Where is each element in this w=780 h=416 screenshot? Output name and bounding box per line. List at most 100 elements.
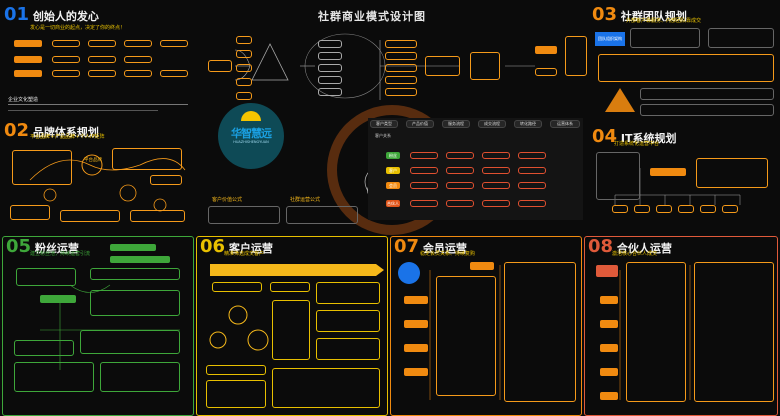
table-cell bbox=[446, 152, 474, 159]
table-row-label: 合伙人 bbox=[386, 200, 400, 207]
section-06-subtitle: 精准筛选成交客户 bbox=[224, 251, 265, 257]
s01-node bbox=[124, 40, 152, 47]
map-node bbox=[236, 50, 252, 58]
s01-node bbox=[160, 40, 188, 47]
table-cell bbox=[446, 182, 474, 189]
section-07-heading: 07 会员运营 bbox=[394, 236, 467, 257]
map-node bbox=[236, 78, 252, 86]
logo-text: 华智慧远 bbox=[231, 127, 272, 140]
s01-node bbox=[52, 40, 80, 47]
map-node bbox=[236, 92, 252, 100]
section-01-heading: 01 创始人的发心 bbox=[4, 4, 99, 25]
section-04-title: IT系统规划 bbox=[620, 132, 677, 145]
s05-node bbox=[90, 268, 180, 280]
formula-left-box bbox=[208, 206, 280, 224]
section-03-subtitle: 外部客户靠服务、内部团队靠成交 bbox=[626, 18, 702, 24]
s01-node bbox=[124, 70, 152, 77]
s01-node bbox=[124, 56, 152, 63]
map-node bbox=[470, 52, 500, 80]
s08-node bbox=[600, 320, 618, 328]
section-08-heading: 08 合伙人运营 bbox=[588, 236, 672, 257]
logo-sun-icon bbox=[241, 111, 261, 121]
table-row-label: 客户 bbox=[386, 167, 400, 174]
map-node bbox=[318, 88, 342, 96]
s02-node bbox=[130, 210, 185, 222]
s07-list bbox=[436, 276, 496, 396]
s01-node bbox=[14, 40, 42, 47]
s07-node bbox=[404, 296, 428, 304]
map-node bbox=[425, 56, 460, 76]
section-08-subtitle: 激活核心合伙人成交 bbox=[612, 251, 658, 257]
s06-node bbox=[316, 310, 380, 332]
map-node bbox=[535, 46, 557, 54]
s01-node bbox=[14, 70, 42, 77]
map-node bbox=[565, 36, 587, 76]
section-05-number: 05 bbox=[6, 236, 32, 257]
s01-node bbox=[52, 56, 80, 63]
section-04-subtitle: 打造系统化运营中台 bbox=[614, 141, 660, 147]
s05-node bbox=[90, 290, 180, 316]
logo-pinyin: HUAZHISHENGYUAN bbox=[233, 140, 269, 144]
s05-node bbox=[80, 330, 180, 354]
s01-node bbox=[88, 56, 116, 63]
section-02-heading: 02 品牌体系规划 bbox=[4, 120, 99, 141]
s04-node bbox=[722, 205, 738, 213]
map-node bbox=[385, 64, 417, 72]
map-node bbox=[535, 68, 557, 76]
section-01-number: 01 bbox=[4, 4, 30, 25]
map-node bbox=[385, 88, 417, 96]
formula-right-box bbox=[286, 206, 358, 224]
page-title: 社群商业模式设计图 bbox=[318, 10, 426, 23]
map-node bbox=[318, 76, 342, 84]
s08-list bbox=[694, 262, 774, 402]
s06-node bbox=[206, 380, 266, 408]
table-cell bbox=[482, 182, 510, 189]
s04-left-box bbox=[596, 152, 640, 200]
logo-badge: 华智慧远 HUAZHISHENGYUAN bbox=[218, 103, 284, 169]
s04-node bbox=[678, 205, 694, 213]
section-07-number: 07 bbox=[394, 236, 420, 257]
s06-node bbox=[206, 365, 266, 375]
center-table bbox=[368, 118, 583, 220]
table-cell bbox=[410, 167, 438, 174]
s05-node bbox=[110, 244, 156, 251]
table-cell bbox=[482, 200, 510, 207]
map-node bbox=[385, 52, 417, 60]
s02-right-box bbox=[112, 148, 182, 170]
s08-node bbox=[600, 296, 618, 304]
s05-node bbox=[16, 268, 76, 286]
s03-team-box bbox=[598, 54, 774, 82]
s07-node bbox=[470, 262, 494, 270]
section-04-number: 04 bbox=[592, 126, 618, 147]
table-header-cell: 成交流程 bbox=[478, 120, 506, 128]
s07-node bbox=[404, 368, 428, 376]
section-03-title: 社群团队规划 bbox=[620, 10, 687, 23]
section-05-title: 粉丝运营 bbox=[34, 242, 79, 255]
table-cell bbox=[410, 152, 438, 159]
s07-list bbox=[504, 262, 576, 402]
table-cell bbox=[482, 152, 510, 159]
section-04-heading: 04 IT系统规划 bbox=[592, 126, 677, 147]
s08-list bbox=[626, 262, 686, 402]
section-02-title: 品牌体系规划 bbox=[32, 126, 99, 139]
section-05-subtitle: 建立粉丝池，持续运营引流 bbox=[30, 251, 91, 257]
s08-node bbox=[600, 344, 618, 352]
map-node bbox=[236, 64, 252, 72]
table-header-cell: 服务流程 bbox=[442, 120, 470, 128]
map-node bbox=[385, 76, 417, 84]
s07-badge-icon bbox=[398, 262, 420, 284]
s04-right-box bbox=[696, 158, 768, 188]
table-cell bbox=[410, 182, 438, 189]
map-node bbox=[318, 64, 342, 72]
s03-note-box bbox=[630, 28, 700, 48]
table-cell bbox=[518, 167, 546, 174]
s06-node bbox=[212, 282, 262, 292]
s06-node bbox=[272, 368, 380, 408]
section-01-subtitle: 发心是一切商业的起点，决定了你的终点！ bbox=[30, 25, 126, 31]
s06-node bbox=[316, 282, 380, 304]
table-cell bbox=[410, 200, 438, 207]
section-03-number: 03 bbox=[592, 4, 618, 25]
s02-left-box bbox=[12, 150, 72, 185]
map-node bbox=[318, 52, 342, 60]
table-cell bbox=[446, 200, 474, 207]
